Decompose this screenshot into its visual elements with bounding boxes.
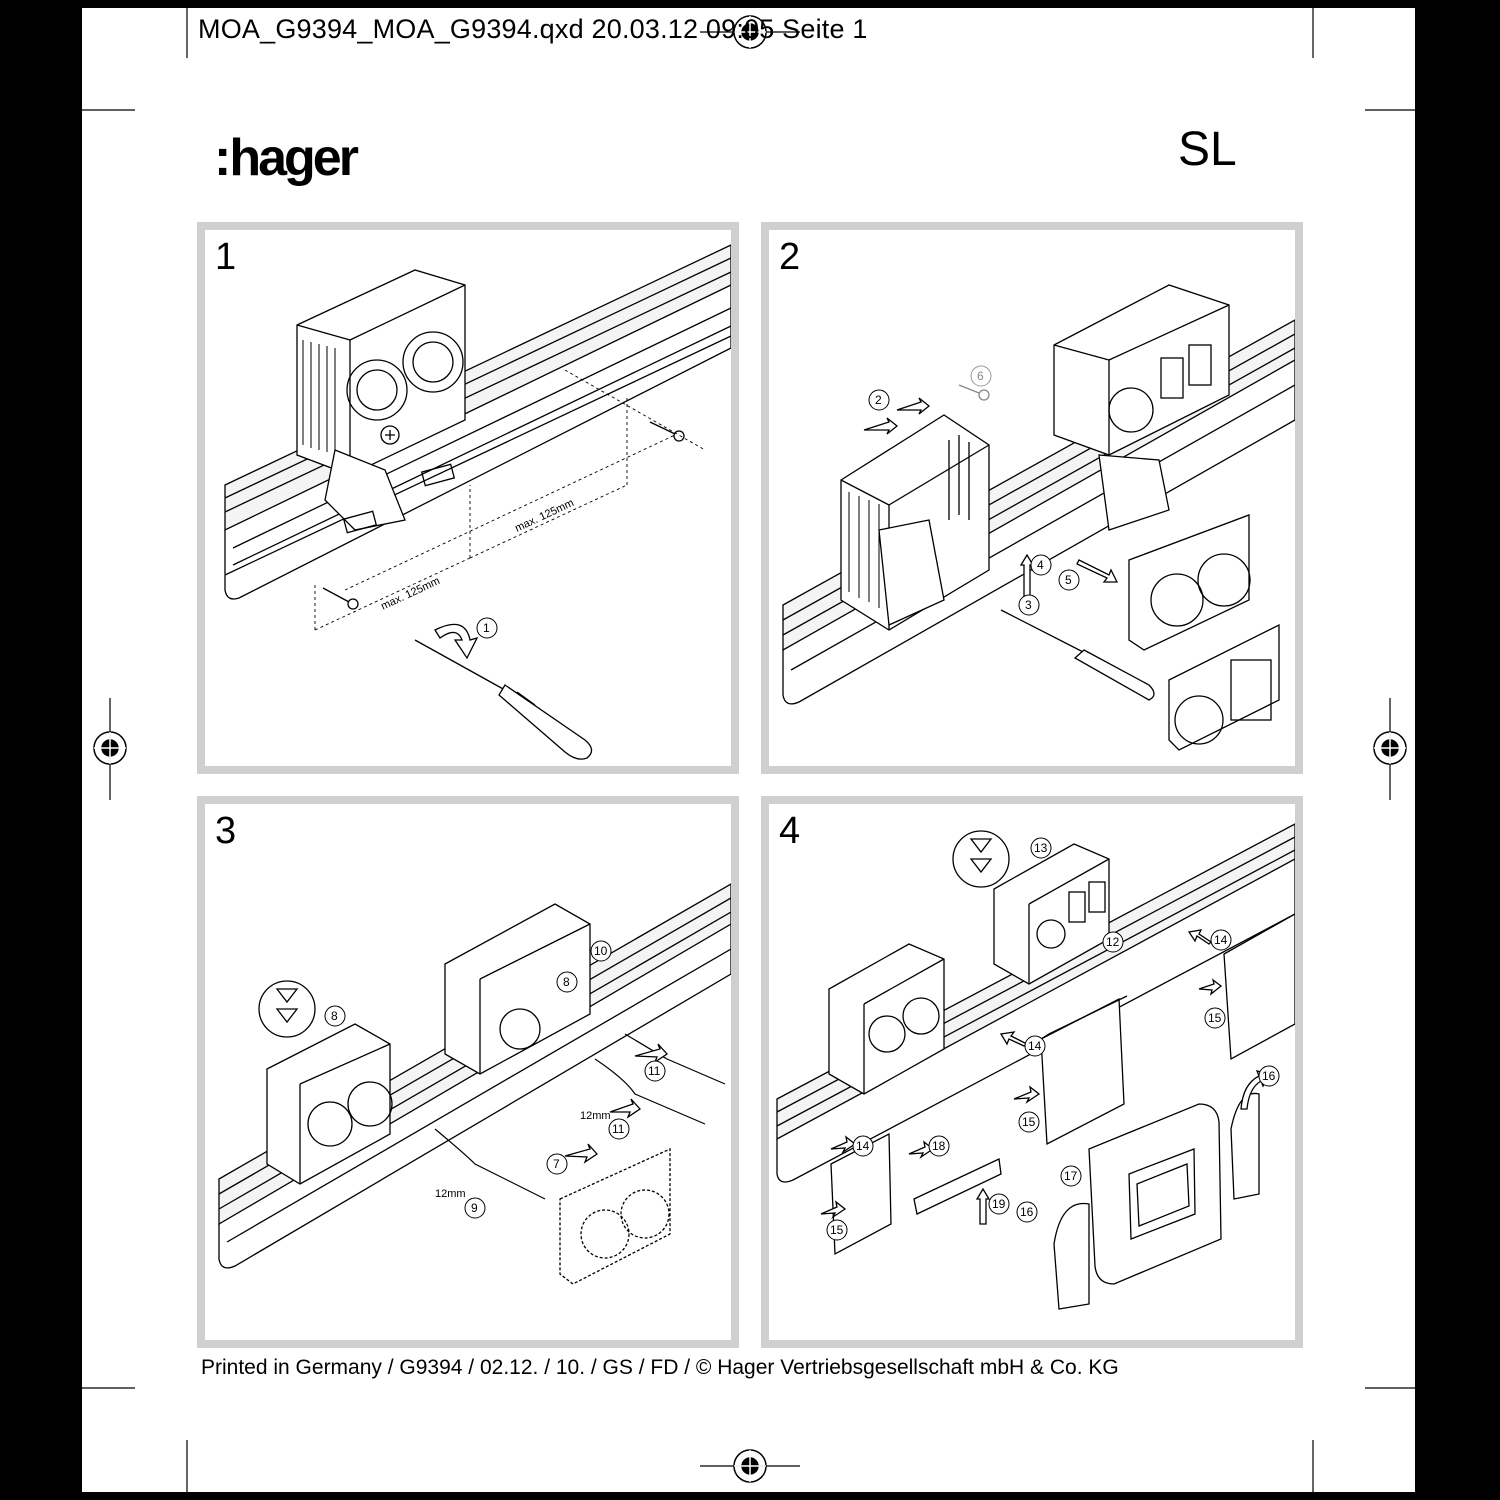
screw-right [649, 421, 685, 442]
step-number: 3 [215, 810, 237, 852]
callout-12-label: 12 [1106, 935, 1120, 949]
callout-19-label: 19 [992, 1197, 1006, 1211]
callout-6-label: 6 [977, 369, 984, 383]
arrow-14a [1187, 929, 1213, 945]
screw-left [322, 587, 359, 610]
hager-logo: :hager [214, 128, 359, 188]
step-number: 4 [779, 810, 801, 852]
socket-module [296, 269, 466, 534]
dimension-lines [314, 369, 706, 631]
dimension-label-a: max. 125mm [379, 575, 442, 613]
callout-18-label: 18 [932, 1139, 946, 1153]
socket-module-left [266, 1023, 393, 1185]
strip-length-label-1: 12mm [435, 1188, 466, 1200]
arrow-insert-7 [564, 1143, 598, 1164]
arrow-slide-left [863, 417, 899, 435]
callout-11a-label: 11 [648, 1064, 661, 1078]
callout-11b-label: 11 [612, 1122, 625, 1136]
arrow-15c [820, 1200, 847, 1219]
logo-colon: : [214, 129, 231, 187]
model-code: SL [1178, 123, 1237, 176]
logo-text: hager [229, 129, 359, 187]
callout-3-label: 3 [1025, 598, 1032, 612]
registration-mark-top [733, 15, 767, 49]
data-module-right [993, 843, 1110, 985]
coupler-clip [913, 1158, 1002, 1215]
cover-segment-top-right [1223, 913, 1295, 1061]
cover-segment-middle [1040, 995, 1128, 1146]
socket-module-mounted [1053, 284, 1230, 531]
footer-imprint: Printed in Germany / G9394 / 02.12. / 10… [201, 1356, 1119, 1379]
rotation-arrow [434, 623, 479, 660]
callout-14a-label: 14 [1214, 933, 1228, 947]
arrow-15a [1198, 978, 1223, 996]
step-panel-4: 4 [761, 796, 1303, 1348]
socket-with-blank-insert [1168, 623, 1280, 751]
callout-15b-label: 15 [1022, 1115, 1036, 1129]
callouts: 12 13 14 14 14 15 15 15 16 16 [826, 837, 1280, 1241]
callout-7-label: 7 [553, 1157, 560, 1171]
callout-9-label: 9 [471, 1201, 478, 1215]
file-slug-line: MOA_G9394_MOA_G9394.qxd 20.03.12 09:05 S… [198, 14, 868, 44]
arrow-slide-right [896, 397, 931, 415]
strip-length-label-2: 12mm [580, 1110, 611, 1122]
socket-module-right [444, 903, 591, 1075]
callout-15c-label: 15 [830, 1223, 844, 1237]
push-down-symbol [952, 830, 1010, 888]
arrow-cable-11b [609, 1098, 641, 1119]
callout-4-label: 4 [1037, 558, 1044, 572]
callout-16a-label: 16 [1262, 1069, 1276, 1083]
callout-15a-label: 15 [1208, 1011, 1222, 1025]
registration-mark-right [1373, 731, 1407, 765]
screwdriver [414, 639, 593, 760]
screw-top [958, 384, 990, 401]
callout-8b-label: 8 [563, 975, 570, 989]
callout-5-label: 5 [1065, 573, 1072, 587]
callouts: 2 3 4 5 6 [868, 365, 1080, 616]
callout-8a-label: 8 [331, 1009, 338, 1023]
arrow-19-up [975, 1187, 991, 1225]
step-1-illustration: max. 125mm max. 125mm 1 [224, 244, 731, 760]
registration-mark-bottom [733, 1449, 767, 1483]
push-down-symbol [258, 980, 316, 1038]
step-3-illustration: 12mm 12mm 7 8 8 9 10 11 11 [218, 883, 731, 1285]
dimension-label-b: max. 125mm [513, 497, 576, 535]
step-4-illustration: 12 13 14 14 14 15 15 15 16 16 [776, 823, 1295, 1310]
callout-14c-label: 14 [856, 1139, 870, 1153]
arrow-15b [1013, 1085, 1041, 1104]
mounting-frame [840, 414, 990, 631]
step-panel-2: 2 [761, 222, 1303, 774]
step-panel-3: 3 [197, 796, 739, 1348]
double-socket-insert [1128, 514, 1251, 651]
arrow-insert [1076, 559, 1119, 583]
step-panel-1: 1 [197, 222, 739, 774]
screwdriver [1000, 609, 1155, 701]
callout-1-label: 1 [483, 621, 490, 635]
callout-17-label: 17 [1064, 1169, 1078, 1183]
step-2-illustration: 2 3 4 5 6 [782, 284, 1295, 751]
registration-mark-left [93, 731, 127, 765]
socket-module-left [828, 943, 945, 1095]
callout-13-label: 13 [1034, 841, 1048, 855]
callout-2-label: 2 [875, 393, 882, 407]
callouts: 7 8 8 9 10 11 11 [324, 940, 666, 1219]
callout-1: 1 [476, 617, 498, 639]
callout-10-label: 10 [594, 944, 608, 958]
callout-14b-label: 14 [1028, 1039, 1042, 1053]
dashed-socket-insert [559, 1147, 671, 1285]
step-number: 1 [215, 236, 237, 278]
end-cap-left [1053, 1202, 1090, 1310]
arrow-cable-11a [634, 1043, 668, 1064]
device-frame-cover [1088, 1103, 1222, 1285]
step-number: 2 [779, 236, 801, 278]
callout-16b-label: 16 [1020, 1205, 1034, 1219]
arrow-14b [999, 1031, 1029, 1047]
